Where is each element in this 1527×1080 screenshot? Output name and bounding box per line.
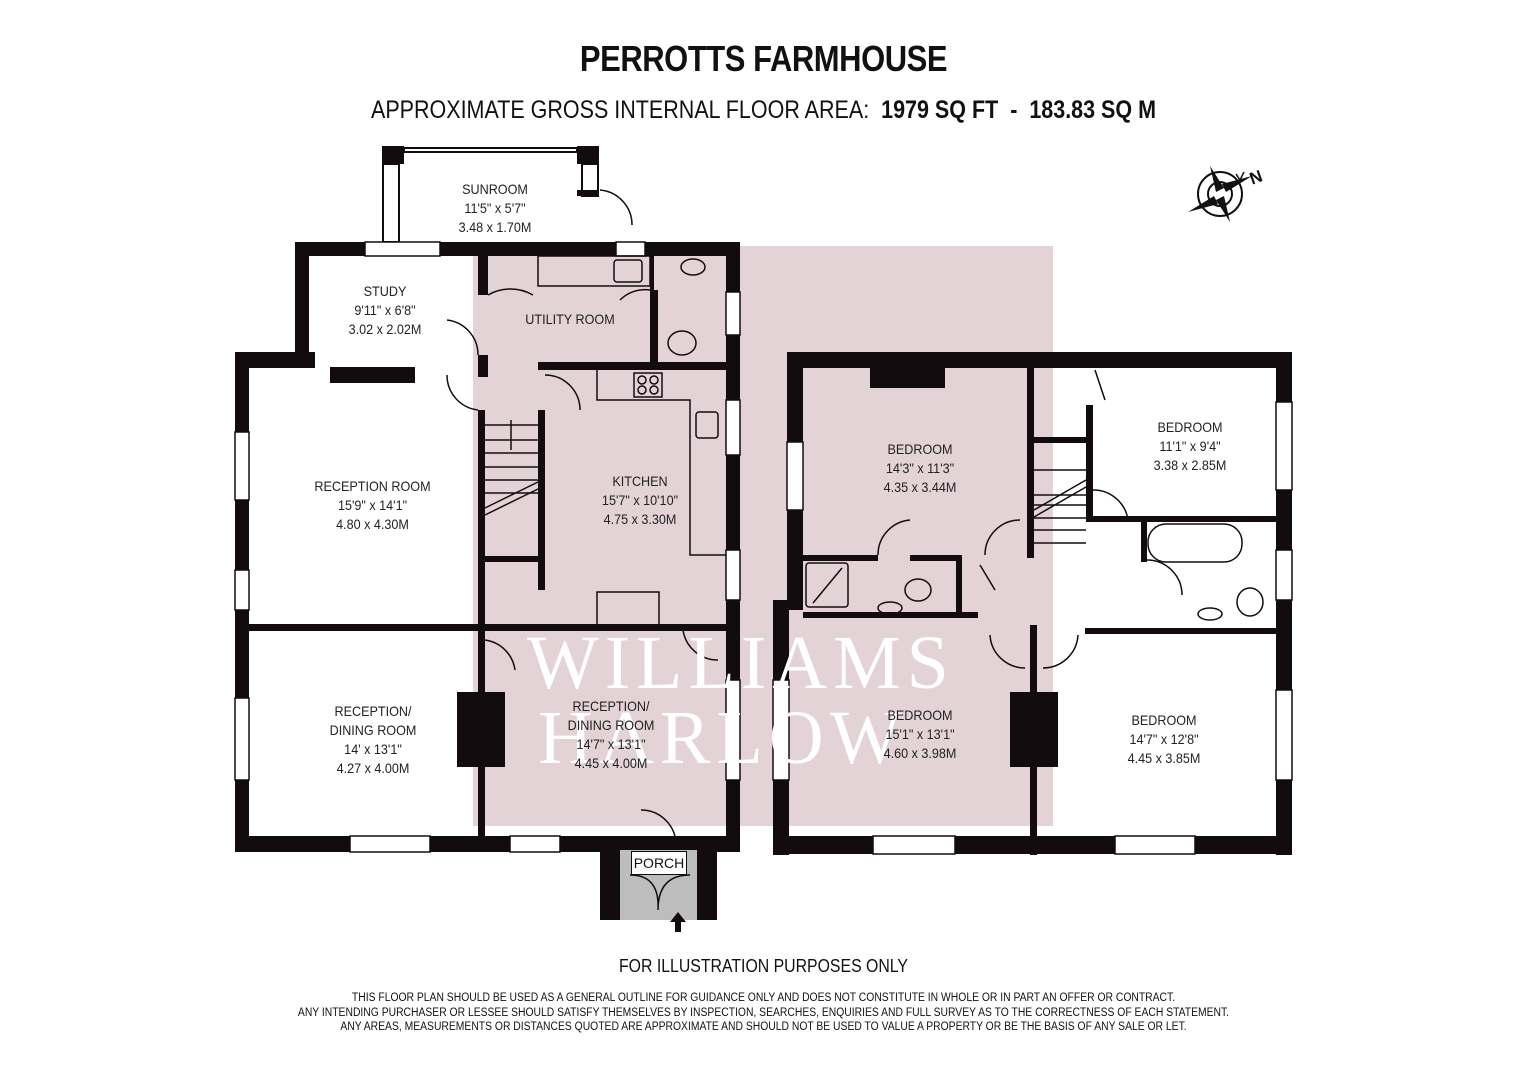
room-size-imperial: 15'7" x 10'10"	[601, 492, 679, 508]
room-size-metric: 4.45 x 4.00M	[574, 755, 648, 771]
room-size-imperial: 14'7" x 12'8"	[1129, 731, 1199, 747]
area-separator: -	[1010, 96, 1018, 124]
room-size-metric: 4.80 x 4.30M	[336, 516, 409, 532]
compass-rose-icon	[1188, 166, 1252, 222]
area-sqm: 183.83 SQ M	[1029, 96, 1157, 124]
room-label-bedroom-4: BEDROOM 14'7" x 12'8" 4.45 x 3.85M	[1119, 711, 1209, 768]
room-size-metric: 4.27 x 4.00M	[336, 760, 410, 776]
room-name: RECEPTION/	[572, 698, 650, 714]
room-name: RECEPTION ROOM	[314, 478, 431, 494]
room-label-bedroom-2: BEDROOM 11'1" x 9'4" 3.38 x 2.85M	[1145, 418, 1235, 475]
room-label-reception: RECEPTION ROOM 15'9" x 14'1" 4.80 x 4.30…	[312, 477, 434, 534]
room-label-utility: UTILITY ROOM	[525, 310, 615, 329]
room-label-kitchen: KITCHEN 15'7" x 10'10" 4.75 x 3.30M	[591, 472, 690, 529]
room-name: UTILITY ROOM	[525, 311, 615, 327]
disclaimer-line: ANY INTENDING PURCHASER OR LESSEE SHOULD…	[297, 1006, 1230, 1019]
room-size-imperial: 15'9" x 14'1"	[337, 497, 408, 513]
room-name: SUNROOM	[462, 181, 528, 197]
first-floor-walls	[773, 352, 1292, 855]
room-label-bedroom-3: BEDROOM 15'1" x 13'1" 4.60 x 3.98M	[875, 706, 965, 763]
room-name: KITCHEN	[612, 473, 668, 489]
room-name: BEDROOM	[1157, 419, 1223, 435]
room-size-imperial: 14' x 13'1"	[344, 741, 402, 757]
room-size-metric: 4.45 x 3.85M	[1127, 750, 1201, 766]
room-name: RECEPTION/	[334, 703, 412, 719]
room-size-metric: 4.60 x 3.98M	[883, 745, 957, 761]
room-label-porch: PORCH	[631, 851, 687, 875]
disclaimer: THIS FLOOR PLAN SHOULD BE USED AS A GENE…	[76, 991, 1450, 1035]
room-name: BEDROOM	[887, 707, 953, 723]
first-floor-fixtures	[805, 369, 1264, 669]
room-size-imperial: 11'1" x 9'4"	[1159, 438, 1221, 454]
room-name: BEDROOM	[887, 441, 953, 457]
room-size-metric: 4.75 x 3.30M	[603, 511, 677, 527]
room-size-imperial: 15'1" x 13'1"	[885, 726, 955, 742]
area-label: APPROXIMATE GROSS INTERNAL FLOOR AREA:	[370, 96, 870, 124]
room-label-dining-1: RECEPTION/ DINING ROOM 14' x 13'1" 4.27 …	[324, 702, 423, 778]
room-size-imperial: 9'11" x 6'8"	[354, 302, 416, 318]
room-size-metric: 3.48 x 1.70M	[458, 219, 532, 235]
watermark-panel	[473, 246, 1053, 826]
room-size-metric: 4.35 x 3.44M	[883, 479, 957, 495]
room-size-metric: 3.38 x 2.85M	[1153, 457, 1227, 473]
room-size-metric: 3.02 x 2.02M	[348, 321, 422, 337]
ground-floor-walls	[235, 146, 740, 920]
disclaimer-line: ANY AREAS, MEASUREMENTS OR DISTANCES QUO…	[340, 1021, 1187, 1033]
entrance-arrow-icon	[670, 912, 686, 932]
room-label-dining-2: RECEPTION/ DINING ROOM 14'7" x 13'1" 4.4…	[562, 697, 661, 773]
room-size-imperial: 14'7" x 13'1"	[576, 736, 646, 752]
ground-floor-windows	[234, 241, 741, 853]
room-size-imperial: 14'3" x 11'3"	[885, 460, 955, 476]
floor-area-summary: APPROXIMATE GROSS INTERNAL FLOOR AREA: 1…	[107, 96, 1420, 125]
room-name: STUDY	[363, 283, 407, 299]
area-sqft: 1979 SQ FT	[881, 96, 999, 124]
room-label-sunroom: SUNROOM 11'5" x 5'7" 3.48 x 1.70M	[455, 180, 536, 237]
watermark-line2: HARLOW	[538, 696, 908, 780]
room-name-line2: DINING ROOM	[329, 722, 417, 738]
room-name: BEDROOM	[1131, 712, 1197, 728]
page-title: PERROTTS FARMHOUSE	[579, 38, 948, 79]
room-label-study: STUDY 9'11" x 6'8" 3.02 x 2.02M	[345, 282, 426, 339]
illustration-notice: FOR ILLUSTRATION PURPOSES ONLY	[619, 956, 908, 976]
room-name-line2: DINING ROOM	[567, 717, 655, 733]
disclaimer-line: THIS FLOOR PLAN SHOULD BE USED AS A GENE…	[351, 992, 1176, 1004]
room-label-bedroom-1: BEDROOM 14'3" x 11'3" 4.35 x 3.44M	[875, 440, 965, 497]
watermark-line1: WILLIAMS	[527, 621, 955, 705]
first-floor-windows	[772, 401, 1293, 855]
ground-floor-fixtures	[446, 189, 726, 911]
room-size-imperial: 11'5" x 5'7"	[464, 200, 526, 216]
